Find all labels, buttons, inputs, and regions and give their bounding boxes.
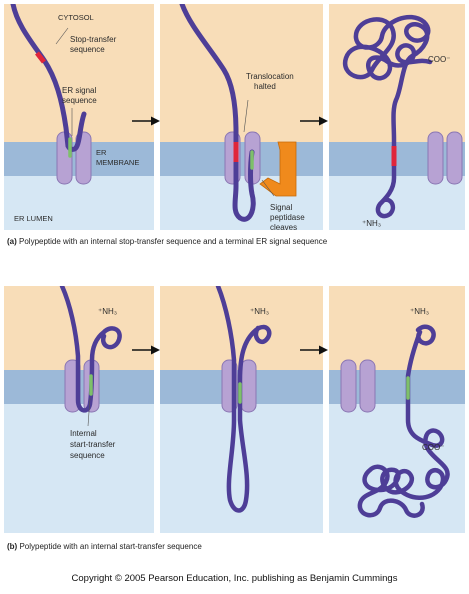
caption-b: (b) Polypeptide with an internal start-t…	[7, 542, 202, 551]
er-signal-label-line2: sequence	[62, 96, 97, 105]
cytosol-region	[329, 286, 465, 370]
er-lumen-region	[4, 404, 154, 533]
panel-b: ⁺NH₃ Internal start-transfer sequence ⁺N…	[4, 286, 465, 551]
signal-label-line2: peptidase	[270, 213, 305, 222]
panel-a-step-3: COO⁻ ⁺NH₃	[329, 4, 465, 230]
panel-a-step-1: CYTOSOL Stop-transfer sequence ER signal…	[4, 4, 154, 230]
nh3-terminus-label: ⁺NH₃	[98, 307, 117, 316]
panel-b-step-1: ⁺NH₃ Internal start-transfer sequence	[4, 286, 154, 533]
caption-b-marker: (b)	[7, 542, 18, 551]
caption-a: (a) Polypeptide with an internal stop-tr…	[7, 237, 328, 246]
translocation-label-line2: halted	[254, 82, 276, 91]
er-membrane	[160, 142, 323, 176]
internal-label-line3: sequence	[70, 451, 105, 460]
internal-label-line2: start-transfer	[70, 440, 116, 449]
er-lumen-region	[329, 176, 465, 230]
caption-b-text: Polypeptide with an internal start-trans…	[19, 542, 202, 551]
er-signal-label-line1: ER signal	[62, 86, 96, 95]
stop-transfer-label-line1: Stop-transfer	[70, 35, 117, 44]
caption-a-marker: (a)	[7, 237, 17, 246]
panel-a-step-2: Translocation halted Signal peptidase cl…	[160, 4, 323, 243]
signal-label-line1: Signal	[270, 203, 292, 212]
membrane-label-line2: MEMBRANE	[96, 158, 139, 167]
nh3-terminus-label: ⁺NH₃	[410, 307, 429, 316]
er-membrane	[329, 142, 465, 176]
cytosol-label: CYTOSOL	[58, 13, 94, 22]
cytosol-region	[4, 4, 154, 142]
nh3-terminus-label: ⁺NH₃	[362, 219, 381, 228]
panel-b-step-3: ⁺NH₃ COO⁻	[329, 286, 465, 533]
caption-a-text: Polypeptide with an internal stop-transf…	[19, 237, 328, 246]
stop-transfer-label-line2: sequence	[70, 45, 105, 54]
panel-a: CYTOSOL Stop-transfer sequence ER signal…	[4, 4, 465, 246]
coo-terminus-label: COO⁻	[422, 443, 444, 452]
translocation-label-line1: Translocation	[246, 72, 294, 81]
nh3-terminus-label: ⁺NH₃	[250, 307, 269, 316]
coo-terminus-label: COO⁻	[428, 55, 450, 64]
panel-b-step-2: ⁺NH₃	[160, 286, 323, 533]
internal-label-line1: Internal	[70, 429, 97, 438]
signal-label-line3: cleaves	[270, 223, 297, 232]
copyright-notice: Copyright © 2005 Pearson Education, Inc.…	[0, 573, 469, 584]
lumen-label: ER LUMEN	[14, 214, 53, 223]
membrane-label-line1: ER	[96, 148, 107, 157]
cytosol-region	[160, 4, 323, 142]
